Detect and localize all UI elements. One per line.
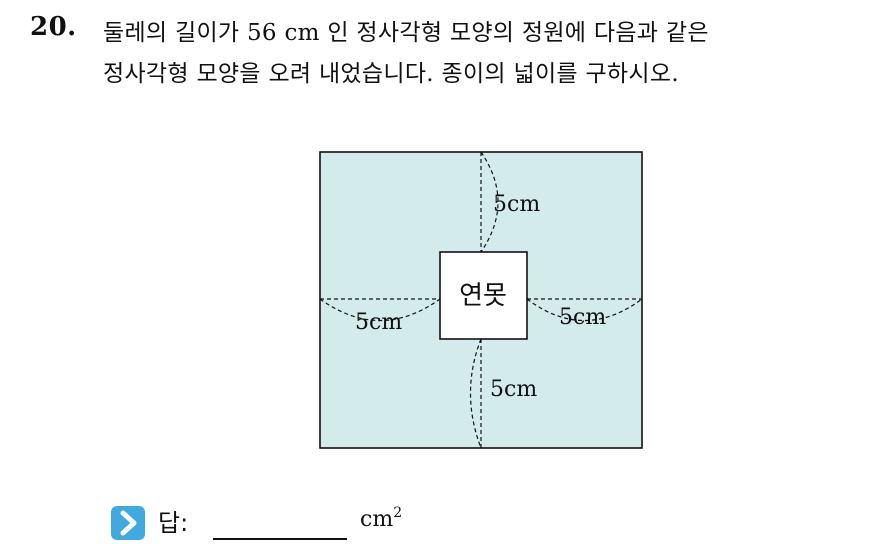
brace-right [526, 298, 643, 322]
question-line-1: 둘레의 길이가 56 cm 인 정사각형 모양의 정원에 다음과 같은 [103, 20, 709, 46]
chevron-right-icon [111, 506, 145, 540]
answer-blank[interactable] [213, 538, 347, 540]
brace-left [319, 298, 441, 322]
answer-unit: cm2 [360, 505, 402, 532]
dimension-top: 5cm [493, 192, 540, 217]
pond-label: 연못 [459, 281, 507, 311]
dimension-left: 5cm [355, 310, 402, 335]
brace-bottom [469, 338, 482, 449]
unit-text: cm [360, 507, 394, 532]
dimension-right: 5cm [559, 305, 606, 330]
dashed-guides [319, 151, 643, 449]
question-line-2: 정사각형 모양을 오려 내었습니다. 종이의 넓이를 구하시오. [103, 61, 679, 87]
dimension-bottom: 5cm [490, 377, 537, 402]
pond-square [439, 251, 528, 340]
unit-exponent: 2 [393, 505, 403, 521]
problem-number: 20. [30, 12, 77, 42]
brace-top [480, 151, 499, 253]
answer-label: 답: [158, 509, 189, 537]
